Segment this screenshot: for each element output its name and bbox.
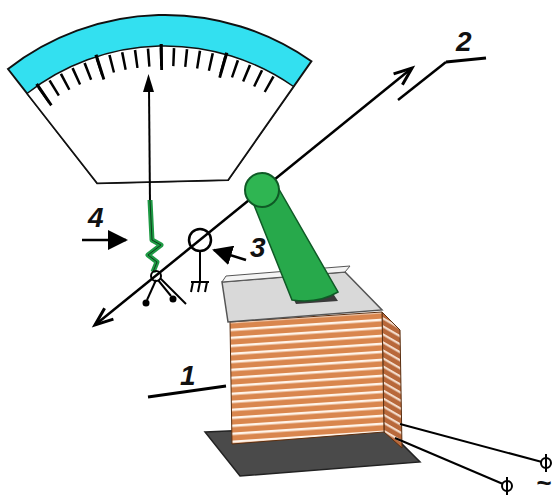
leader-arrow	[214, 250, 246, 260]
pointer-needle	[149, 88, 150, 205]
axis-shaft	[95, 68, 412, 325]
support-line	[199, 251, 201, 282]
coil-winding	[230, 312, 384, 444]
hairspring-arm	[160, 278, 186, 304]
damper-ring	[189, 229, 211, 251]
leader-line	[398, 62, 446, 100]
axis-arrow	[95, 308, 113, 325]
ground-symbol	[191, 282, 209, 292]
callout-number: 1	[180, 362, 196, 390]
counterweight	[170, 296, 177, 303]
pointer-tip	[143, 74, 154, 92]
vane-hub	[245, 173, 279, 207]
callout-number: 3	[250, 234, 266, 262]
callout-number: 4	[88, 204, 104, 232]
scale-ticks	[43, 57, 272, 96]
pointer-body	[148, 200, 161, 272]
lead-wire	[395, 438, 503, 484]
callout-number: 2	[456, 28, 472, 56]
ac-symbol: ~	[536, 470, 551, 496]
coil-side	[382, 312, 402, 448]
callout-underline	[446, 58, 486, 62]
axis-arrow	[394, 68, 412, 85]
leader-arrow	[82, 239, 126, 242]
counterweight	[143, 300, 150, 307]
scale-major-ticks	[43, 57, 272, 96]
terminal-pin	[506, 477, 508, 495]
pointer-outline	[148, 200, 161, 272]
lead-wire	[400, 424, 542, 462]
dial-face	[27, 46, 294, 183]
dial-scale-band	[8, 15, 311, 183]
